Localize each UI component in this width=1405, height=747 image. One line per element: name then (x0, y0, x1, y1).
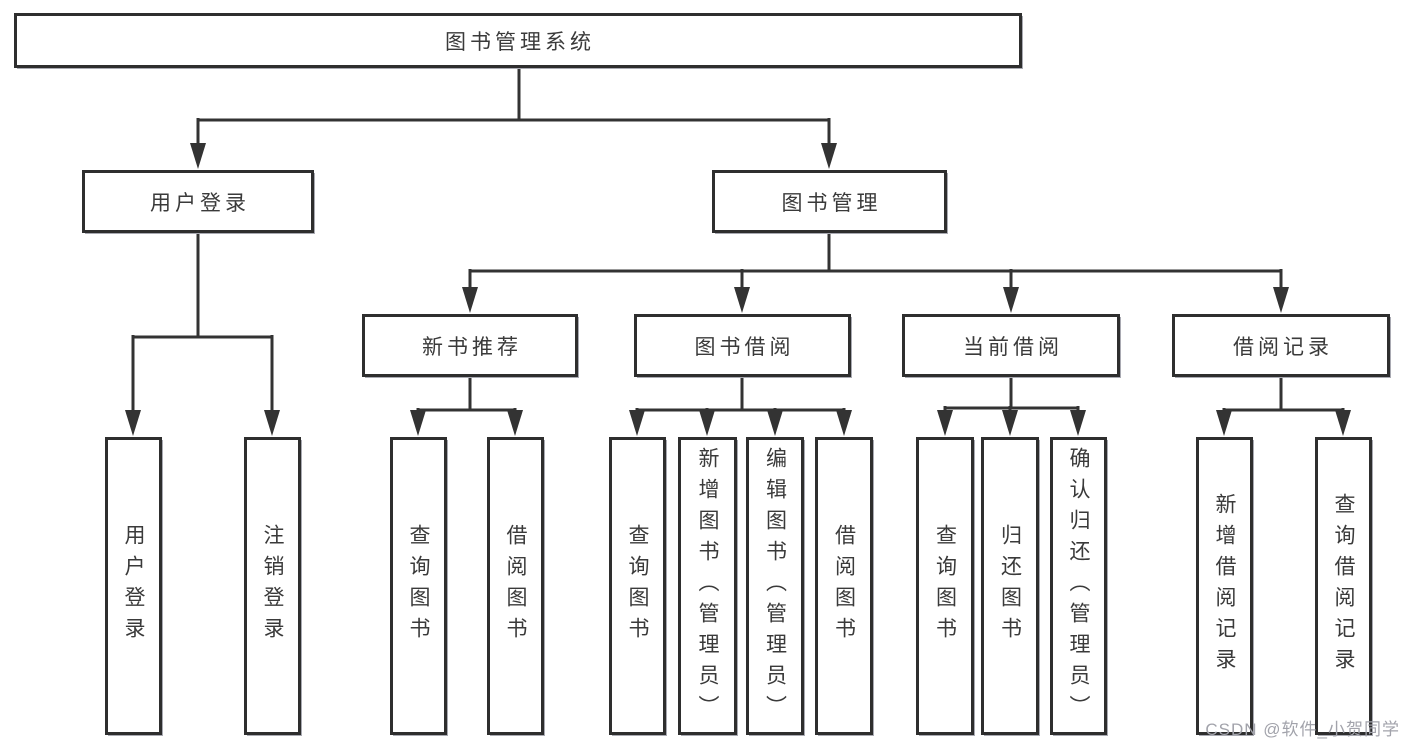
node-leaf-query-books-3-label: 查询图书 (933, 524, 957, 648)
node-leaf-add-book-admin: 新增图书（管理员） (678, 437, 737, 735)
node-leaf-confirm-return-admin-label: 确认归还（管理员） (1067, 446, 1090, 726)
node-leaf-edit-book-admin-label: 编辑图书（管理员） (763, 446, 787, 726)
node-borrow-records: 借阅记录 (1172, 314, 1390, 377)
node-leaf-edit-book-admin: 编辑图书（管理员） (746, 437, 804, 735)
node-book-management: 图书管理 (712, 170, 947, 233)
node-root-label: 图书管理系统 (445, 30, 595, 54)
node-book-borrow: 图书借阅 (634, 314, 851, 377)
node-new-book-recommend: 新书推荐 (362, 314, 578, 377)
connector-arrowheads (125, 143, 1351, 436)
node-leaf-query-books-3: 查询图书 (916, 437, 974, 735)
node-leaf-query-books-2: 查询图书 (609, 437, 666, 735)
node-leaf-query-books-1: 查询图书 (390, 437, 447, 735)
node-leaf-add-book-admin-label: 新增图书（管理员） (696, 446, 719, 726)
node-leaf-query-books-1-label: 查询图书 (407, 524, 430, 648)
node-leaf-query-borrow-record: 查询借阅记录 (1315, 437, 1372, 735)
node-leaf-user-login: 用户登录 (105, 437, 162, 735)
node-borrow-records-label: 借阅记录 (1233, 335, 1333, 359)
node-leaf-return-book-label: 归还图书 (998, 524, 1022, 648)
node-new-book-recommend-label: 新书推荐 (422, 335, 522, 359)
node-leaf-add-borrow-record: 新增借阅记录 (1196, 437, 1253, 735)
node-user-login-label: 用户登录 (150, 191, 250, 215)
node-leaf-logout-label: 注销登录 (261, 524, 284, 648)
node-leaf-return-book: 归还图书 (981, 437, 1039, 735)
csdn-watermark: CSDN @软件_小贺同学 (1205, 720, 1400, 739)
node-leaf-user-login-label: 用户登录 (122, 524, 145, 648)
node-leaf-query-books-2-label: 查询图书 (626, 524, 649, 648)
node-current-borrow-label: 当前借阅 (963, 335, 1063, 359)
node-user-login: 用户登录 (82, 170, 314, 233)
node-leaf-borrow-books-1-label: 借阅图书 (504, 524, 527, 648)
node-leaf-borrow-books-2-label: 借阅图书 (832, 524, 856, 648)
node-book-management-label: 图书管理 (781, 191, 882, 215)
node-leaf-confirm-return-admin: 确认归还（管理员） (1050, 437, 1107, 735)
node-book-borrow-label: 图书借阅 (694, 335, 795, 359)
node-leaf-borrow-books-1: 借阅图书 (487, 437, 544, 735)
node-root: 图书管理系统 (14, 13, 1022, 68)
node-leaf-add-borrow-record-label: 新增借阅记录 (1213, 493, 1236, 679)
node-leaf-query-borrow-record-label: 查询借阅记录 (1332, 493, 1355, 679)
node-leaf-logout: 注销登录 (244, 437, 301, 735)
node-current-borrow: 当前借阅 (902, 314, 1120, 377)
node-leaf-borrow-books-2: 借阅图书 (815, 437, 873, 735)
